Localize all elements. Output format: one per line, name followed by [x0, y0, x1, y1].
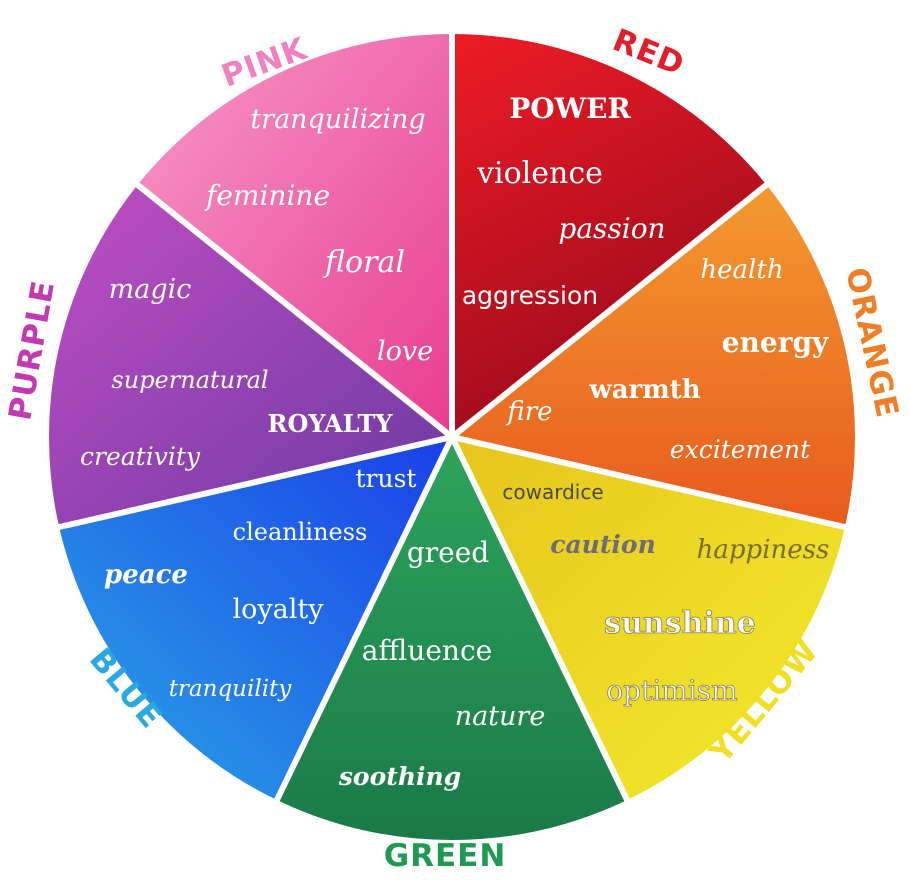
word-tranquilizing: tranquilizing [250, 104, 425, 135]
word-violence: violence [476, 156, 603, 191]
word-power: POWER [509, 92, 631, 125]
word-warmth: warmth [588, 375, 700, 405]
word-sunshine: sunshine [604, 606, 756, 641]
word-tranquility: tranquility [169, 676, 293, 702]
segment-orange [452, 184, 858, 528]
word-soothing: soothing [338, 762, 461, 791]
word-optimism: optimism [606, 674, 737, 707]
word-peace: peace [104, 560, 188, 590]
word-cleanliness: cleanliness [233, 518, 368, 546]
word-aggression: aggression [462, 281, 598, 310]
word-greed: greed [407, 536, 489, 569]
word-floral: floral [323, 245, 405, 280]
word-health: health [700, 255, 783, 285]
word-fire: fire [505, 397, 552, 427]
word-creativity: creativity [80, 442, 201, 471]
segment-green [276, 437, 628, 843]
word-affluence: affluence [362, 634, 492, 667]
word-feminine: feminine [204, 179, 330, 212]
word-energy: energy [722, 326, 829, 359]
word-love: love [377, 336, 433, 367]
segment-purple [46, 184, 453, 528]
segment-pink [136, 32, 452, 437]
label-green: GREEN [384, 838, 507, 874]
word-happiness: happiness [697, 535, 830, 565]
word-royalty: ROYALTY [268, 409, 394, 438]
word-passion: passion [558, 212, 665, 245]
segment-dividers [52, 27, 852, 807]
word-supernatural: supernatural [111, 366, 268, 394]
word-nature: nature [455, 701, 546, 732]
word-cowardice: cowardice [502, 480, 603, 504]
word-excitement: excitement [670, 435, 811, 464]
word-loyalty: loyalty [233, 594, 325, 625]
word-trust: trust [356, 464, 417, 493]
segment-red [452, 32, 768, 437]
word-magic: magic [109, 274, 192, 305]
word-caution: caution [550, 530, 656, 559]
